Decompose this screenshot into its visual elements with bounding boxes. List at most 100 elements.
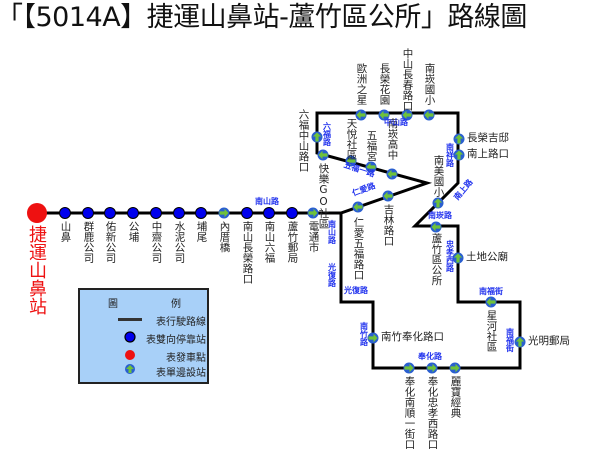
stop-marker[interactable] (104, 207, 116, 219)
arrow-icon (454, 150, 464, 160)
road-label: 南祥路 (445, 143, 455, 167)
stop-marker[interactable] (485, 296, 497, 308)
stop-label: 仁愛五福路口 (352, 217, 365, 280)
arrow-icon (454, 134, 464, 144)
legend-terminal-icon (125, 350, 135, 360)
stop-label: 麗寶經典 (449, 376, 462, 418)
stop-marker[interactable] (514, 336, 526, 348)
stop-label: 南美國小 (432, 155, 445, 197)
road-label: 六福路 (322, 122, 332, 146)
legend-route-line-icon (118, 318, 142, 321)
stop-marker[interactable] (317, 149, 329, 161)
stop-marker[interactable] (345, 155, 357, 167)
arrow-icon (450, 363, 460, 373)
arrow-icon (515, 337, 525, 347)
stop-marker[interactable] (82, 207, 94, 219)
stop-label: 奉化南順一街口 (403, 376, 416, 450)
stop-label: 蘆竹郵局 (286, 221, 299, 263)
stop-marker[interactable] (241, 207, 253, 219)
arrow-icon (427, 363, 437, 373)
stop-marker[interactable] (263, 207, 275, 219)
arrow-icon (219, 208, 229, 218)
stop-marker[interactable] (423, 109, 435, 121)
arrow-icon (424, 110, 434, 120)
stop-marker[interactable] (386, 168, 398, 180)
legend-title-right: 例 (171, 299, 181, 310)
legend-symbols (118, 318, 142, 374)
road-label: 南山路 (327, 220, 337, 244)
arrow-icon (431, 222, 441, 232)
arrow-icon (383, 191, 393, 201)
stop-marker[interactable] (173, 207, 185, 219)
stop-label: 六福中山路口 (297, 109, 310, 172)
stop-marker[interactable] (127, 207, 139, 219)
stop-label: 南竹奉化路口 (381, 331, 444, 343)
legend-title-left: 圖 (108, 299, 118, 310)
legend-item-two-way: 表雙向停靠站 (146, 335, 206, 346)
arrow-icon (353, 202, 363, 212)
arrow-icon (366, 162, 376, 172)
stop-marker[interactable] (403, 362, 415, 374)
arrow-icon (312, 132, 322, 142)
road-label: 中山路 (384, 118, 408, 127)
stop-label: 長榮花園 (378, 63, 391, 105)
stop-label: 公埔 (127, 221, 140, 242)
road-label: 奉化路 (418, 352, 442, 361)
road-label: 南崁路 (428, 211, 452, 220)
stop-marker[interactable] (352, 201, 364, 213)
arrow-icon (379, 110, 389, 120)
road-label: 忠孝西路 (445, 240, 455, 272)
stop-label: 內厝橋 (218, 221, 231, 253)
stop-marker[interactable] (59, 207, 71, 219)
stop-marker[interactable] (453, 133, 465, 145)
stop-marker[interactable] (218, 207, 230, 219)
stop-label: 群鹿公司 (82, 221, 95, 263)
stop-marker[interactable] (365, 161, 377, 173)
stop-marker[interactable] (453, 149, 465, 161)
stop-label: 南山長榮路口 (241, 221, 254, 284)
stop-label: 埔尾 (195, 221, 208, 242)
stop-label: 水泥公司 (173, 221, 186, 263)
legend-one-way-stop-icon (125, 364, 135, 374)
arrow-icon (368, 333, 378, 343)
arrow-icon (486, 297, 496, 307)
stop-label: 南山六福 (263, 221, 276, 263)
stop-label: 奉化忠孝西路口 (426, 376, 439, 450)
stop-marker[interactable] (355, 109, 367, 121)
stop-marker[interactable] (367, 332, 379, 344)
map-title: 「【5014A】捷運山鼻站-蘆竹區公所」路線圖 (0, 2, 527, 33)
road-label: 光復路 (327, 263, 337, 287)
arrow-icon (404, 363, 414, 373)
stop-label: 星河社區 (485, 310, 498, 352)
stop-label: 南崁高中 (386, 118, 399, 160)
stop-marker[interactable] (311, 131, 323, 143)
stop-marker[interactable] (401, 109, 413, 121)
legend-two-way-stop-icon (124, 331, 136, 343)
legend-item-one-way: 表單邊設站 (156, 368, 206, 379)
road-label: 光復路 (344, 286, 368, 295)
legend: 圖 例 表行駛路線 表雙向停靠站 表發車點 表單邊設站 (78, 288, 209, 384)
stop-label: 吉林路口 (382, 204, 395, 246)
stop-marker[interactable] (426, 362, 438, 374)
stop-marker[interactable] (452, 252, 464, 264)
road-label: 南山路 (255, 197, 279, 206)
legend-item-route: 表行駛路線 (156, 317, 206, 328)
arrow-icon (318, 150, 328, 160)
stop-label: 快樂GO社區 (317, 163, 330, 229)
stop-label: 天悅社區 (345, 118, 358, 160)
stop-marker[interactable] (150, 207, 162, 219)
road-label: 南福街 (479, 287, 503, 296)
stop-marker[interactable] (286, 207, 298, 219)
arrow-icon (433, 198, 443, 208)
stop-marker[interactable] (430, 221, 442, 233)
legend-item-terminal: 表發車點 (166, 353, 206, 364)
stop-marker[interactable] (307, 207, 319, 219)
stop-marker[interactable] (432, 197, 444, 209)
stop-label: 長榮吉邸 (467, 132, 509, 144)
stop-label: 佑新公司 (104, 221, 117, 263)
stop-marker[interactable] (382, 190, 394, 202)
stop-marker[interactable] (378, 109, 390, 121)
stop-marker[interactable] (449, 362, 461, 374)
stop-marker[interactable] (195, 207, 207, 219)
